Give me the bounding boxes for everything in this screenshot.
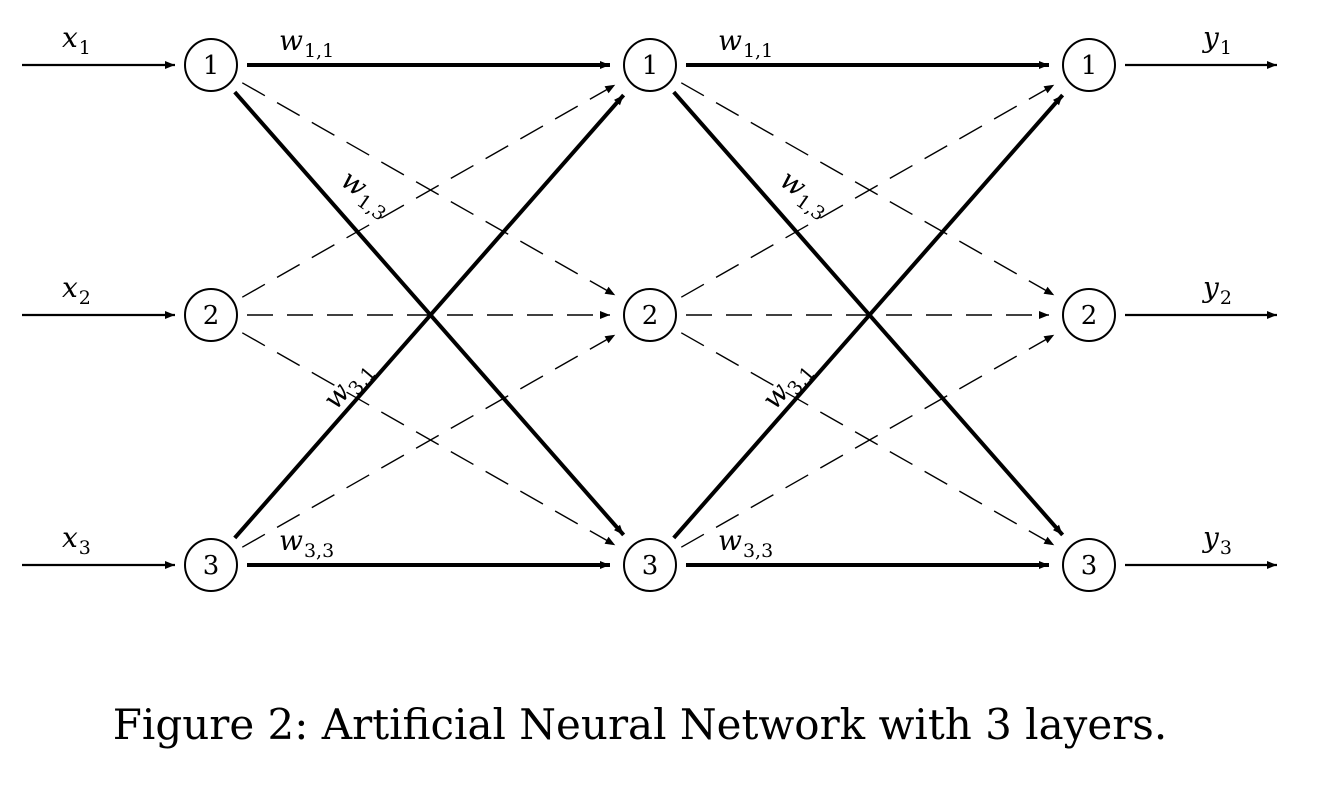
node-label-l3-2: 2 bbox=[1081, 301, 1098, 331]
edge-l2-n2-to-n3 bbox=[680, 332, 1055, 546]
input-label-x3: x3 bbox=[62, 521, 91, 559]
output-label-y2: y2 bbox=[1201, 271, 1232, 309]
input-label-x2: x2 bbox=[62, 271, 91, 309]
node-l1-1 bbox=[184, 38, 238, 92]
weight-label-w11-b: w1,1 bbox=[718, 24, 773, 62]
node-label-l3-3: 3 bbox=[1081, 551, 1098, 581]
edge-l2-n1-to-n2 bbox=[680, 82, 1055, 296]
weight-label-w11-a: w1,1 bbox=[279, 24, 334, 62]
edge-l1-n2-to-n1 bbox=[241, 84, 616, 298]
output-label-y3: y3 bbox=[1201, 521, 1232, 559]
output-label-y1: y1 bbox=[1201, 21, 1232, 59]
node-label-l2-3: 3 bbox=[642, 551, 659, 581]
node-l3-1 bbox=[1062, 38, 1116, 92]
edge-l2-n3-to-n2 bbox=[680, 334, 1055, 548]
edge-l1-n3-to-n1 bbox=[233, 93, 626, 540]
node-label-l2-1: 1 bbox=[642, 51, 659, 81]
node-l3-2 bbox=[1062, 288, 1116, 342]
edge-l1-n2-to-n3 bbox=[241, 332, 616, 546]
edge-l1-n3-to-n2 bbox=[241, 334, 616, 548]
weight-label-w33-b: w3,3 bbox=[718, 524, 773, 562]
weight-label-w33-a: w3,3 bbox=[279, 524, 334, 562]
node-label-l2-2: 2 bbox=[642, 301, 659, 331]
node-l1-2 bbox=[184, 288, 238, 342]
node-label-l3-1: 1 bbox=[1081, 51, 1098, 81]
node-l3-3 bbox=[1062, 538, 1116, 592]
node-l1-3 bbox=[184, 538, 238, 592]
edge-l1-n1-to-n2 bbox=[241, 82, 616, 296]
edge-l2-n2-to-n1 bbox=[680, 84, 1055, 298]
edge-l2-n3-to-n1 bbox=[672, 93, 1065, 540]
figure-caption: Figure 2: Artificial Neural Network with… bbox=[112, 700, 1168, 749]
node-label-l1-1: 1 bbox=[203, 51, 220, 81]
input-label-x1: x1 bbox=[62, 21, 91, 59]
node-l2-2 bbox=[623, 288, 677, 342]
node-l2-1 bbox=[623, 38, 677, 92]
node-label-l1-2: 2 bbox=[203, 301, 220, 331]
node-l2-3 bbox=[623, 538, 677, 592]
node-label-l1-3: 3 bbox=[203, 551, 220, 581]
